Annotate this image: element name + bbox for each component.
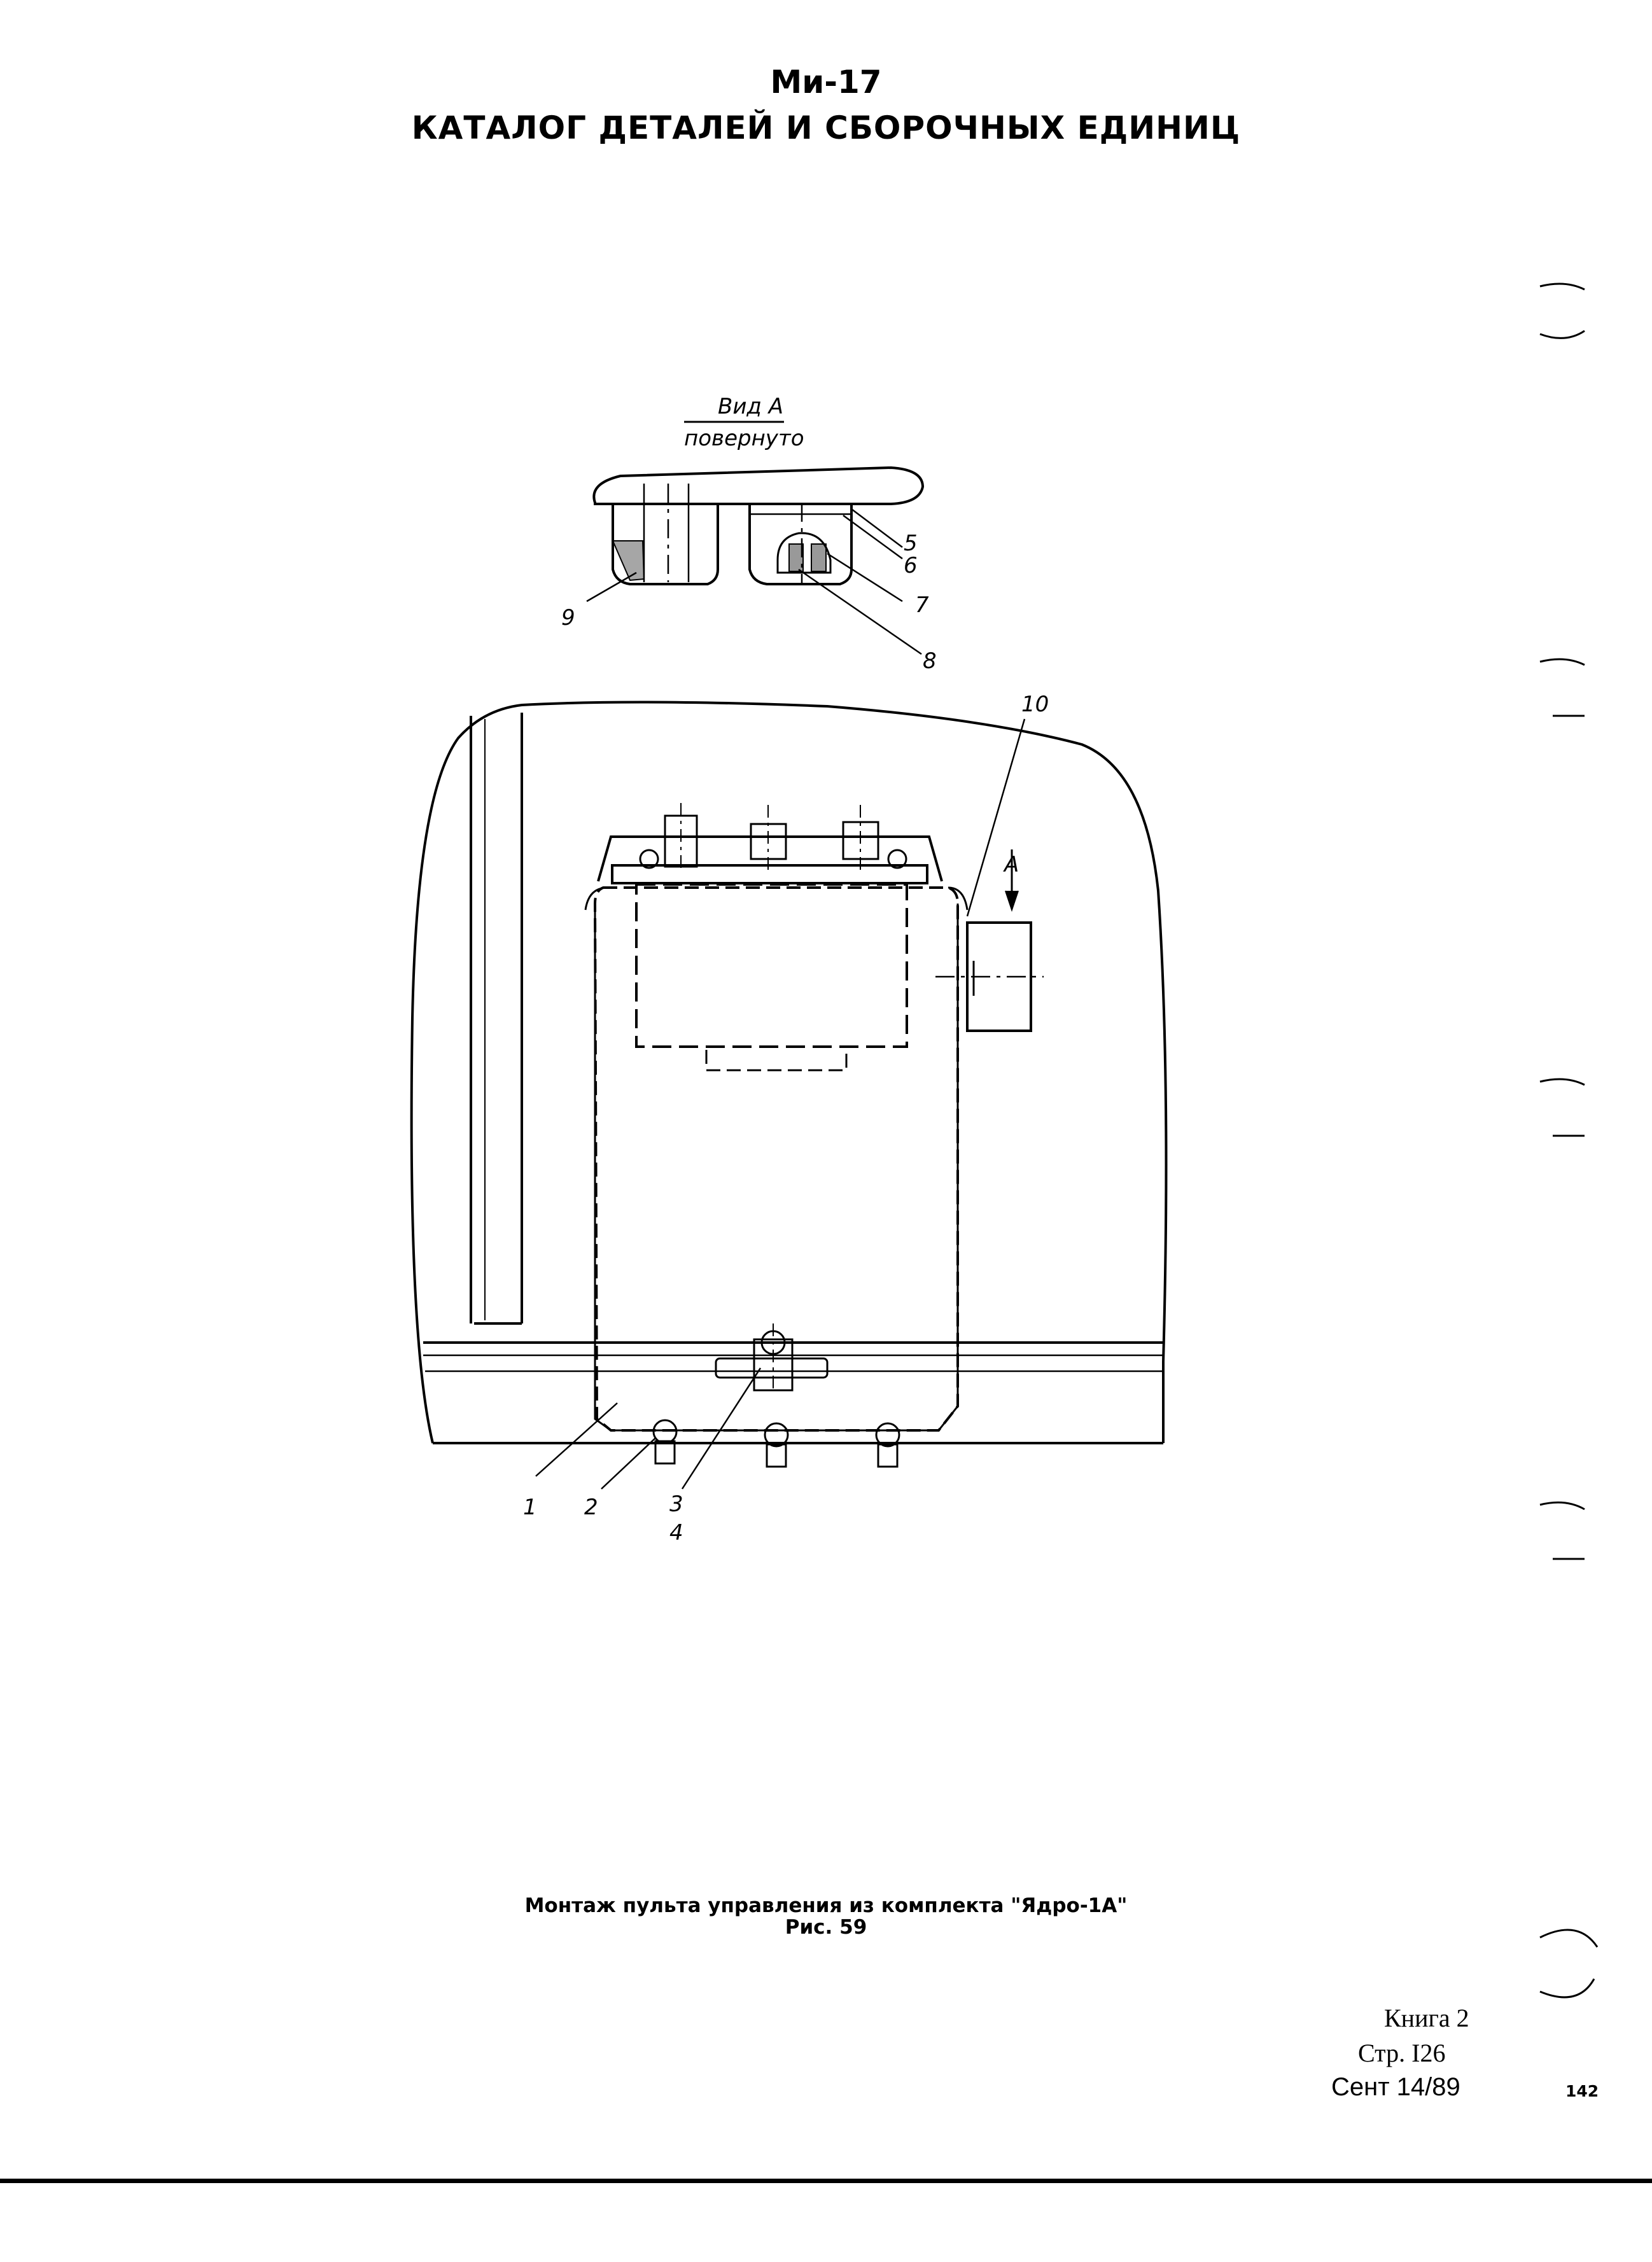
arrow-a-label: А <box>1003 852 1019 877</box>
page-title: Ми-17 <box>770 64 882 101</box>
callout-9: 9 <box>561 605 575 631</box>
figure-number: Рис. 59 <box>785 1916 867 1939</box>
page-label: Стр. I26 <box>1358 2039 1446 2067</box>
binder-hole-marks <box>1539 283 1599 1999</box>
callout-3: 3 <box>669 1491 683 1517</box>
callout-1: 1 <box>523 1495 537 1520</box>
main-view: А 1 2 3 4 10 <box>410 692 1168 1546</box>
callout-2: 2 <box>584 1495 598 1520</box>
view-a-note: повернуто <box>684 426 804 451</box>
callout-5: 5 <box>904 531 918 556</box>
callout-10: 10 <box>1021 692 1049 717</box>
callout-8: 8 <box>923 648 937 674</box>
revision-date: Сент 14/89 <box>1331 2073 1460 2101</box>
view-a-title: Вид А <box>718 394 783 419</box>
bottom-rule <box>0 2179 1652 2183</box>
callout-7: 7 <box>915 592 929 618</box>
callout-6: 6 <box>904 553 918 578</box>
callout-4: 4 <box>669 1520 683 1546</box>
sheet-number: 142 <box>1565 2082 1599 2100</box>
book-label: Книга 2 <box>1384 2004 1469 2032</box>
catalog-subtitle: КАТАЛОГ ДЕТАЛЕЙ И СБОРОЧНЫХ ЕДИНИЦ <box>411 109 1241 146</box>
figure-caption: Монтаж пульта управления из комплекта "Я… <box>524 1894 1128 1917</box>
view-a-detail: Вид А повернуто 5 6 7 8 9 <box>561 394 937 674</box>
